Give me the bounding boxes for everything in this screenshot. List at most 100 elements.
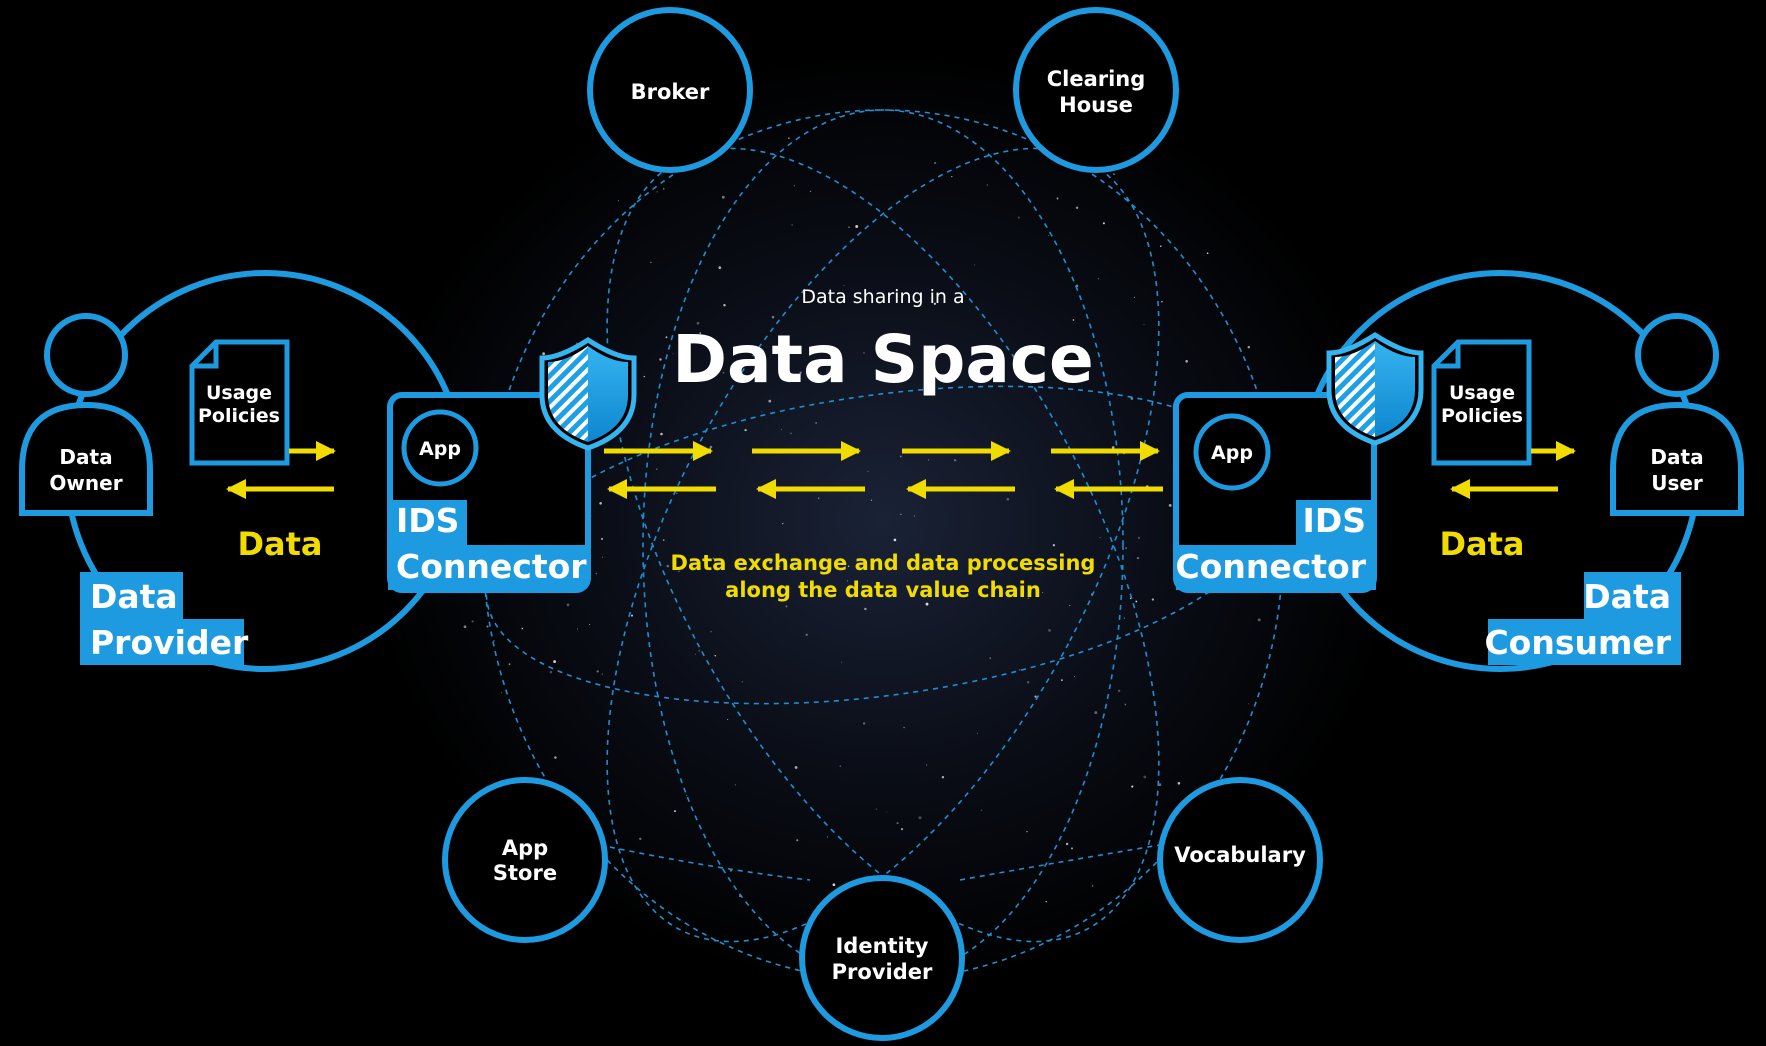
provider-connector-line1: IDS — [396, 501, 459, 540]
star — [896, 822, 899, 825]
provider-document-icon — [189, 339, 290, 466]
consumer-connector-label-box — [1176, 500, 1376, 590]
star — [1133, 296, 1135, 298]
star — [660, 432, 663, 436]
star — [862, 722, 866, 725]
data-user-body-icon — [1610, 401, 1744, 516]
exchange-caption-line2: along the data value chain — [725, 578, 1041, 602]
star — [1257, 618, 1261, 622]
star — [486, 625, 489, 628]
star — [751, 588, 754, 591]
identity-provider-node[interactable]: Identity Provider — [799, 875, 965, 1041]
star — [631, 614, 633, 617]
consumer-role-line2: Consumer — [1484, 623, 1671, 662]
star — [918, 816, 922, 820]
provider-connector-line2: Connector — [396, 547, 587, 586]
star — [1075, 206, 1079, 209]
star — [714, 654, 717, 657]
star — [815, 421, 818, 424]
star — [972, 363, 974, 366]
star — [639, 837, 642, 841]
broker-node[interactable]: Broker — [587, 7, 753, 173]
star — [1065, 491, 1067, 493]
consumer-document-icon — [1431, 339, 1532, 466]
star — [1065, 842, 1069, 846]
star — [1099, 537, 1101, 539]
star — [980, 809, 983, 811]
star — [864, 607, 867, 611]
star — [601, 556, 603, 558]
star — [1143, 775, 1147, 779]
star — [796, 839, 799, 842]
star — [1070, 847, 1074, 850]
star — [781, 429, 783, 431]
star — [1061, 679, 1063, 681]
star — [841, 661, 843, 663]
app-store-circle — [442, 777, 608, 943]
consumer-ids-connector[interactable]: App IDS Connector — [1173, 392, 1377, 593]
data-user-label-line2: User — [1651, 471, 1703, 495]
star — [1125, 547, 1128, 550]
star — [1247, 345, 1251, 349]
identity-provider-label-line2: Provider — [832, 960, 933, 984]
star — [1056, 197, 1059, 200]
star — [1073, 675, 1076, 678]
vocabulary-node[interactable]: Vocabulary — [1157, 777, 1323, 943]
service-links — [599, 844, 1161, 881]
provider-usage-policies[interactable]: Usage Policies — [189, 339, 290, 466]
provider-app-label: App — [419, 438, 461, 460]
consumer-usage-policies[interactable]: Usage Policies — [1431, 339, 1532, 466]
clearing-house-node[interactable]: Clearing House — [1013, 7, 1179, 173]
provider-ids-connector[interactable]: App IDS Connector — [387, 392, 591, 593]
star — [1052, 544, 1056, 547]
star — [1042, 591, 1044, 593]
star — [662, 539, 665, 541]
star — [805, 633, 808, 636]
star — [601, 537, 603, 540]
star — [791, 224, 793, 226]
data-provider-group: Data Owner Usage Policies Data Data Prov… — [19, 270, 637, 672]
star — [1151, 598, 1155, 601]
star — [595, 572, 598, 575]
star — [554, 756, 557, 759]
star — [933, 161, 937, 165]
star — [785, 605, 788, 608]
star — [799, 371, 802, 374]
data-owner-person[interactable]: Data Owner — [19, 313, 153, 516]
consumer-data-label: Data — [1439, 525, 1524, 563]
star — [989, 657, 991, 659]
star — [893, 538, 897, 542]
star — [855, 225, 859, 228]
consumer-connector-line2: Connector — [1175, 547, 1366, 586]
consumer-policies-line2: Policies — [1441, 405, 1523, 427]
star — [848, 226, 850, 228]
star — [986, 184, 988, 186]
star — [698, 649, 701, 652]
clearing-house-label-line1: Clearing — [1047, 67, 1146, 91]
star — [1137, 536, 1141, 540]
star — [577, 628, 578, 630]
star — [817, 497, 820, 499]
provider-policies-line2: Policies — [198, 405, 280, 427]
consumer-policies-line1: Usage — [1449, 382, 1515, 404]
star — [718, 266, 722, 269]
star — [1034, 695, 1037, 698]
star — [788, 137, 790, 139]
star — [1143, 324, 1145, 326]
star — [899, 455, 902, 458]
app-store-node[interactable]: App Store — [442, 777, 608, 943]
star — [793, 185, 795, 187]
data-user-person[interactable]: Data User — [1610, 313, 1744, 516]
star — [553, 660, 557, 664]
star — [761, 411, 762, 413]
star — [665, 336, 668, 339]
star — [1027, 597, 1029, 599]
star — [695, 653, 696, 655]
consumer-inner-arrows — [1450, 441, 1576, 499]
star — [788, 380, 791, 383]
star — [1113, 173, 1115, 175]
star — [847, 580, 849, 582]
globe-meridian-tilt-left — [606, 147, 1160, 943]
